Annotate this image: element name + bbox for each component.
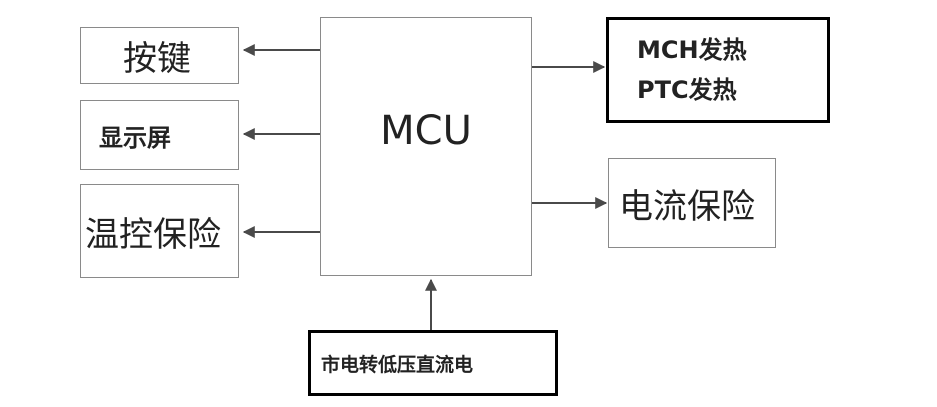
current-protection-label: 电流保险 — [619, 186, 755, 227]
mcu-label: MCU — [380, 107, 472, 154]
key-label: 按键 — [123, 39, 191, 79]
heating-ptc-label: PTC发热 — [637, 76, 737, 104]
power-supply-label: 市电转低压直流电 — [321, 353, 474, 376]
display-block: 显示屏 — [80, 100, 239, 170]
temp-protection-block: 温控保险 — [80, 184, 239, 278]
heating-mch-label: MCH发热 — [637, 36, 747, 64]
key-block: 按键 — [80, 27, 239, 84]
display-label: 显示屏 — [99, 123, 171, 152]
current-protection-block: 电流保险 — [608, 158, 776, 248]
heating-block: MCH发热 PTC发热 — [606, 17, 830, 123]
mcu-block: MCU — [320, 17, 532, 276]
temp-protection-label: 温控保险 — [85, 214, 221, 255]
power-supply-block: 市电转低压直流电 — [308, 330, 558, 396]
